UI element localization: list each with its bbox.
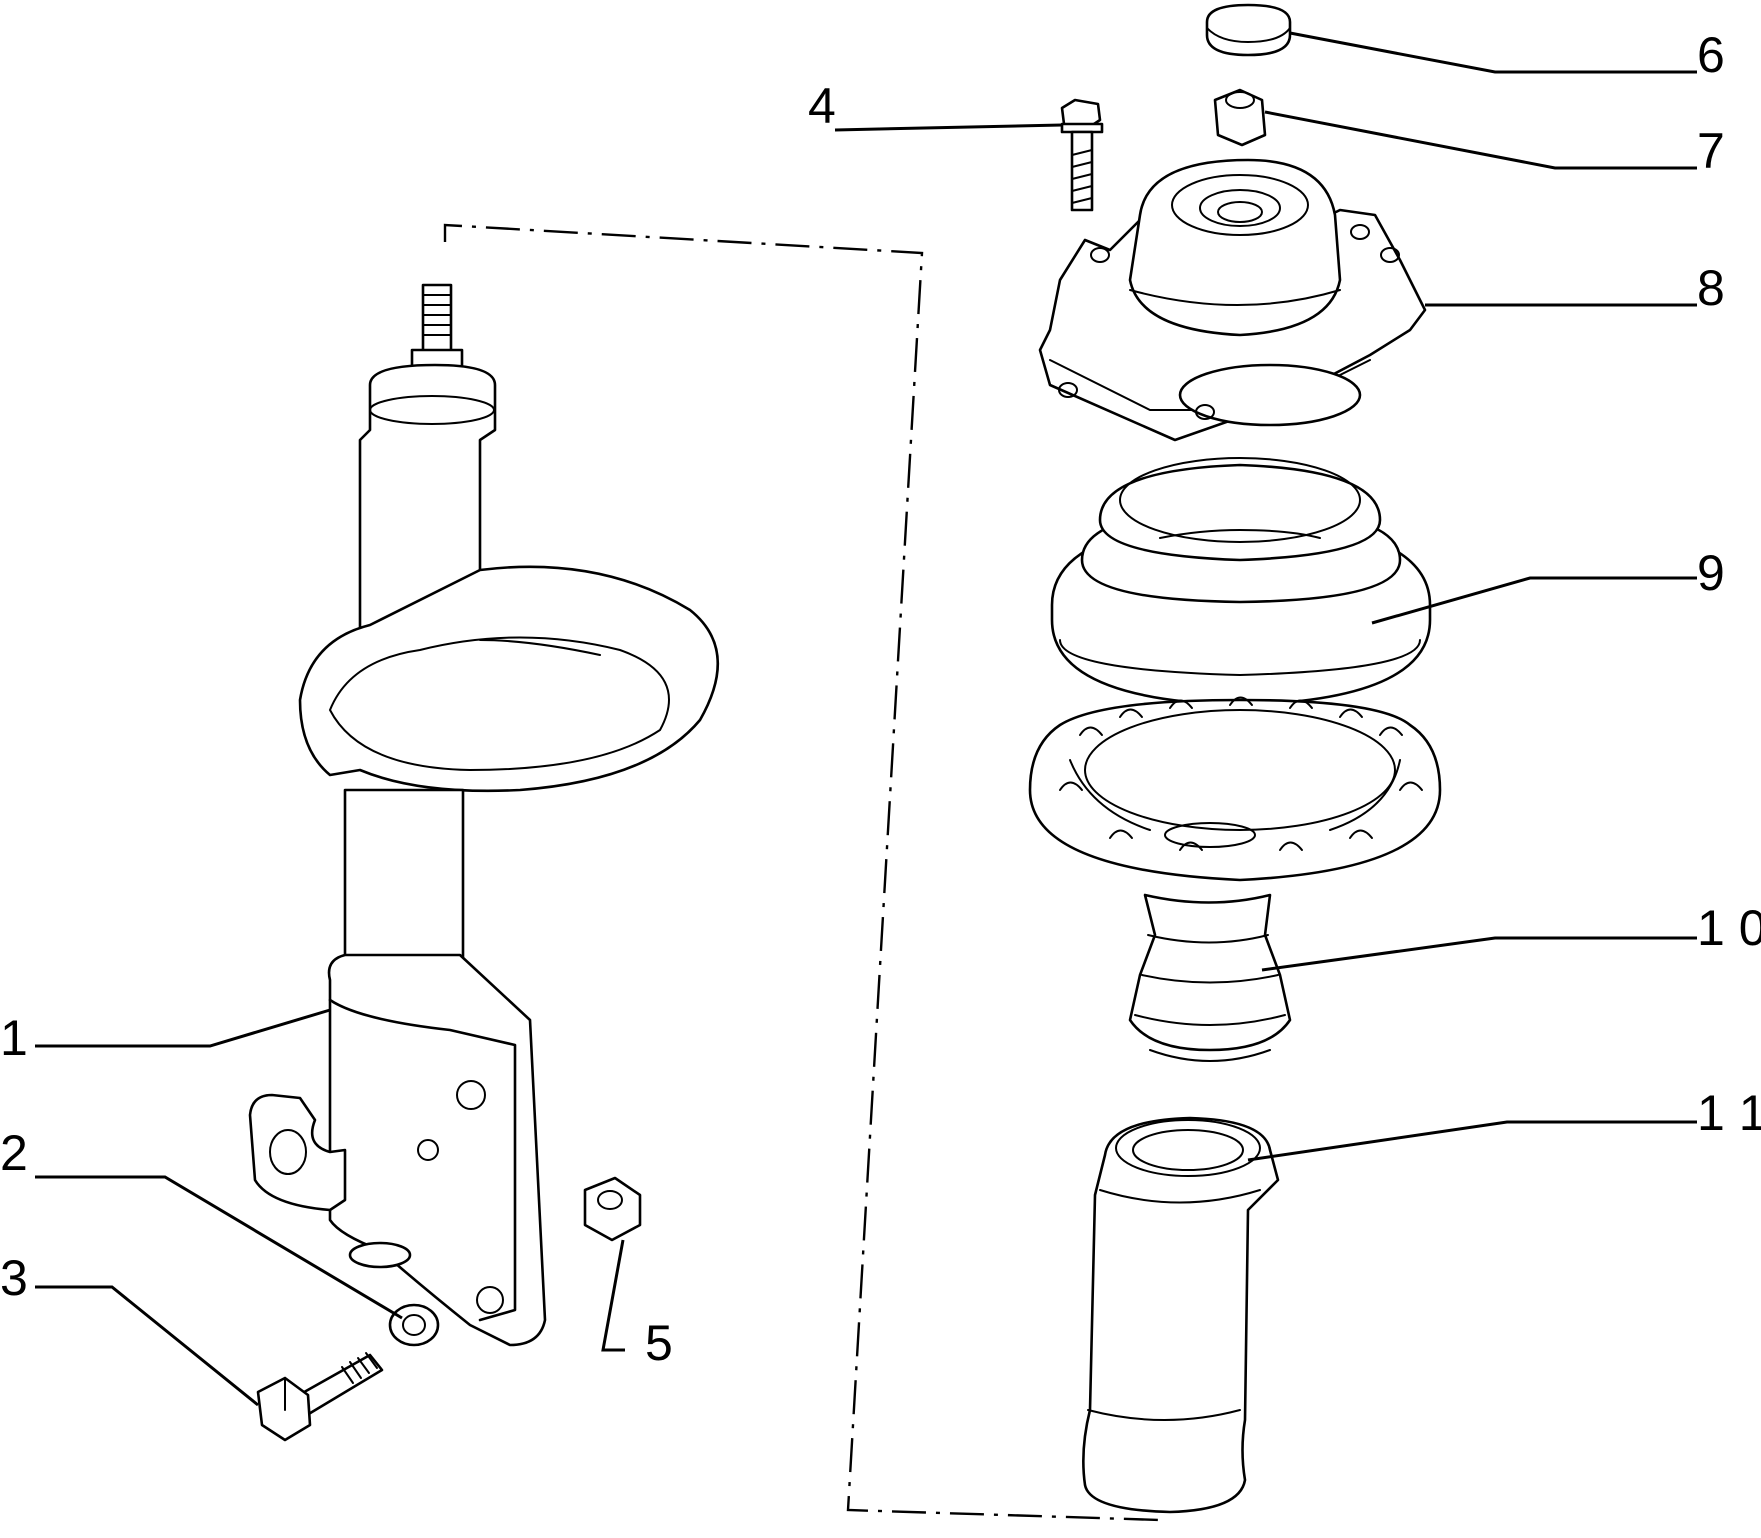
leader-line-9	[1371, 576, 1697, 625]
leader-line-6	[1289, 31, 1697, 74]
leader-line-11	[1247, 1120, 1697, 1162]
part-7-nut[interactable]	[1213, 88, 1267, 147]
leader-line-2	[35, 1175, 403, 1320]
part-9-bearing[interactable]	[1050, 457, 1432, 707]
leader-line-1	[35, 1008, 331, 1048]
assembly-axis-line	[443, 223, 1164, 1522]
part-4-bolt[interactable]	[1060, 98, 1104, 212]
part-2-washer[interactable]	[388, 1303, 440, 1347]
leader-line-7	[1264, 110, 1697, 170]
callout-3: 3	[0, 1250, 28, 1306]
callout-4: 4	[808, 78, 836, 134]
leader-line-10	[1261, 936, 1697, 972]
part-10-spring-pad[interactable]	[1028, 696, 1442, 1062]
part-3-bolt[interactable]	[256, 1352, 384, 1442]
callout-11: 1 1	[1697, 1085, 1761, 1141]
callout-2: 2	[0, 1125, 28, 1181]
leader-line-5	[601, 1239, 625, 1352]
leader-line-4	[834, 123, 1063, 132]
leader-line-3	[35, 1285, 259, 1407]
callout-7: 7	[1697, 123, 1725, 179]
callout-8: 8	[1697, 260, 1725, 316]
callout-10: 1 0	[1697, 900, 1761, 956]
part-1-strut[interactable]	[248, 283, 720, 1347]
part-11-dust-boot[interactable]	[1082, 1116, 1280, 1514]
part-5-nut[interactable]	[583, 1176, 642, 1242]
callout-9: 9	[1697, 545, 1725, 601]
part-6-cap[interactable]	[1205, 3, 1292, 57]
callout-5: 5	[645, 1315, 673, 1371]
callout-1: 1	[0, 1010, 28, 1066]
part-8-top-mount[interactable]	[1038, 158, 1427, 442]
callout-6: 6	[1697, 27, 1725, 83]
